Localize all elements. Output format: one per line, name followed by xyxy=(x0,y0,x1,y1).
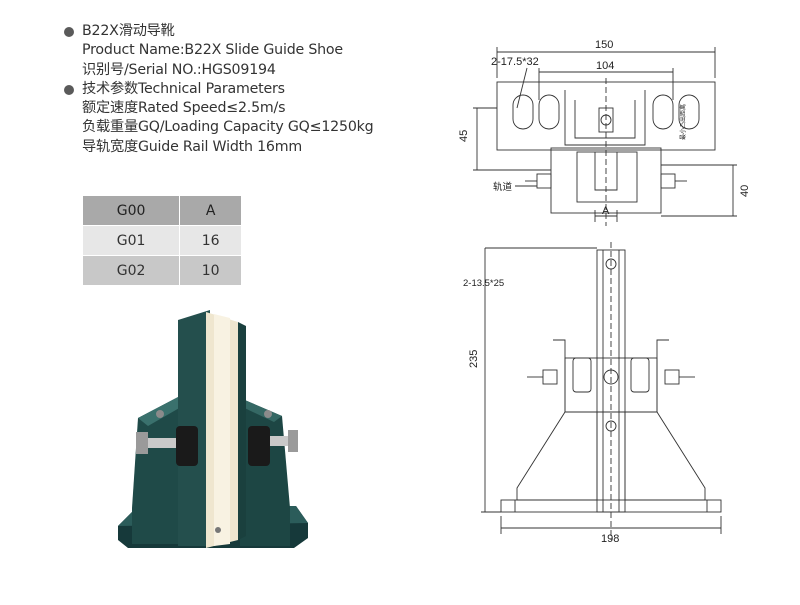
spec-loading-capacity: 负载重量GQ/Loading Capacity GQ≤1250kg xyxy=(82,119,374,136)
dim-45: 45 xyxy=(458,130,470,142)
table-cell: G00 xyxy=(81,195,181,226)
bullet-icon xyxy=(64,84,74,95)
tiny-label: 最小凸出距离 xyxy=(679,104,687,140)
spec-tech-line: 技术参数Technical Parameters xyxy=(64,80,394,99)
table-cell: 16 xyxy=(179,225,242,256)
table-cell: A xyxy=(179,195,242,226)
dim-40: 40 xyxy=(739,185,751,197)
spec-model-line: B22X滑动导靴 xyxy=(64,22,394,41)
table-row: G02 10 xyxy=(81,255,242,286)
top-view-drawing: 150 104 2-17.5*32 45 40 轨道 A 最小凸出距离 xyxy=(458,39,751,226)
top-slot-label: 2-17.5*32 xyxy=(491,56,539,68)
model-title: B22X滑动导靴 xyxy=(82,23,175,39)
a-label: A xyxy=(602,205,610,217)
spec-product-name: Product Name:B22X Slide Guide Shoe xyxy=(82,42,343,59)
front-view-drawing: 2-13.5*25 235 198 xyxy=(463,242,722,545)
dim-150: 150 xyxy=(595,39,613,51)
table-row: G01 16 xyxy=(81,225,242,256)
spec-block: B22X滑动导靴 Product Name:B22X Slide Guide S… xyxy=(64,22,394,157)
parameter-table: G00 A G01 16 G02 10 xyxy=(81,195,242,286)
table-row: G00 A xyxy=(81,195,242,226)
table-cell: G01 xyxy=(81,225,181,256)
table-cell: G02 xyxy=(81,255,181,286)
table-cell: 10 xyxy=(179,255,242,286)
spec-rated-speed: 额定速度Rated Speed≤2.5m/s xyxy=(82,100,286,117)
bullet-icon xyxy=(64,27,74,37)
rail-label: 轨道 xyxy=(493,181,513,193)
dim-235: 235 xyxy=(468,350,480,368)
dim-198: 198 xyxy=(601,533,619,545)
tech-header: 技术参数Technical Parameters xyxy=(82,80,285,97)
front-slot-label: 2-13.5*25 xyxy=(463,278,504,289)
spec-rail-width: 导轨宽度Guide Rail Width 16mm xyxy=(82,138,302,155)
product-photo xyxy=(118,310,308,548)
dim-104: 104 xyxy=(596,60,614,72)
spec-serial: 识别号/Serial NO.:HGS09194 xyxy=(82,61,276,78)
